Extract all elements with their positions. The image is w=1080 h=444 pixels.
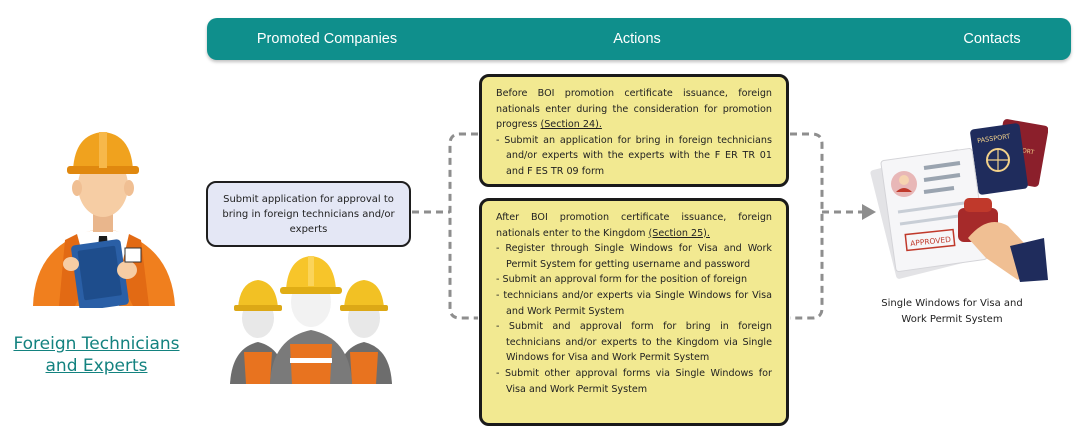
engineer-illustration	[33, 132, 175, 308]
box2-intro: After BOI promotion certificate issuance…	[496, 210, 772, 241]
box1-bullet: - Submit an application for bring in for…	[496, 134, 772, 177]
action-box-section-24: Before BOI promotion certificate issuanc…	[479, 74, 789, 187]
box2-bullet: - Register through Single Windows for Vi…	[496, 243, 772, 270]
contact-line-2: Work Permit System	[901, 314, 1003, 325]
foreign-technicians-title[interactable]: Foreign Technicians and Experts	[0, 333, 193, 377]
box2-bullet: - technicians and/or experts via Single …	[496, 289, 772, 317]
title-line-1: Foreign Technicians	[13, 334, 180, 354]
section-25-ref: (Section 25).	[648, 227, 710, 239]
box1-intro-text: Before BOI promotion certificate issuanc…	[496, 88, 772, 131]
action-box-section-25: After BOI promotion certificate issuance…	[479, 198, 789, 426]
title-line-2: and Experts	[45, 356, 148, 376]
header-contacts: Contacts	[963, 31, 1021, 47]
contact-line-1: Single Windows for Visa and	[881, 298, 1023, 309]
passport-back-text: PORT	[1018, 147, 1035, 157]
box2-bullet: - Submit an approval form for the positi…	[496, 274, 748, 286]
box2-bullet: - Submit and approval form for bring in …	[496, 321, 772, 364]
visa-passport-illustration: PORT PASSPORT APPROVED	[870, 119, 1048, 282]
submit-application-text: Submit application for approval to bring…	[222, 193, 395, 235]
header-promoted-companies: Promoted Companies	[256, 31, 398, 47]
box1-intro: Before BOI promotion certificate issuanc…	[496, 86, 772, 133]
box2-bullet: - Submit other approval forms via Single…	[496, 367, 772, 395]
box2-intro-text: After BOI promotion certificate issuance…	[496, 212, 772, 239]
header-bar: Promoted Companies Actions Contacts	[207, 18, 1071, 60]
section-24-ref: (Section 24).	[540, 119, 602, 131]
submit-application-box: Submit application for approval to bring…	[206, 181, 411, 247]
workers-illustration	[230, 256, 392, 384]
header-actions: Actions	[613, 31, 661, 47]
contact-label: Single Windows for Visa and Work Permit …	[872, 296, 1032, 328]
approved-stamp-text: APPROVED	[910, 235, 952, 248]
